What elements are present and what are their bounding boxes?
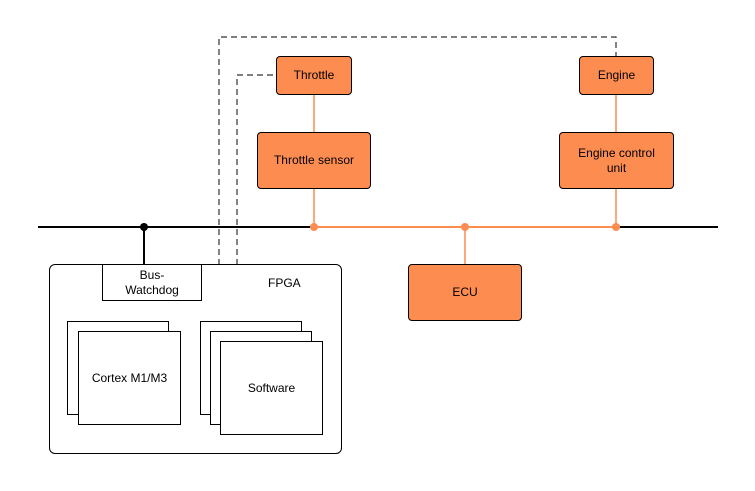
bus-watchdog-box: Bus- Watchdog [102,264,202,301]
engine-dashed-link [218,36,617,265]
throttle-dashed-link [236,74,276,265]
engine-box: Engine [579,56,654,95]
ecu-box: ECU [408,264,522,321]
engine-control-unit-box: Engine control unit [559,132,674,189]
throttle-box: Throttle [276,56,352,95]
bus-junction-dot-engine [612,223,620,231]
bus-junction-dot-ecu [461,223,469,231]
throttle-sensor-box: Throttle sensor [257,132,371,189]
fpga-label: FPGA [268,276,301,290]
cortex-box: Cortex M1/M3 [78,331,181,425]
software-box: Software [220,341,323,435]
bus-junction-dot-watchdog [140,223,148,231]
bus-junction-dot-throttle [310,223,318,231]
